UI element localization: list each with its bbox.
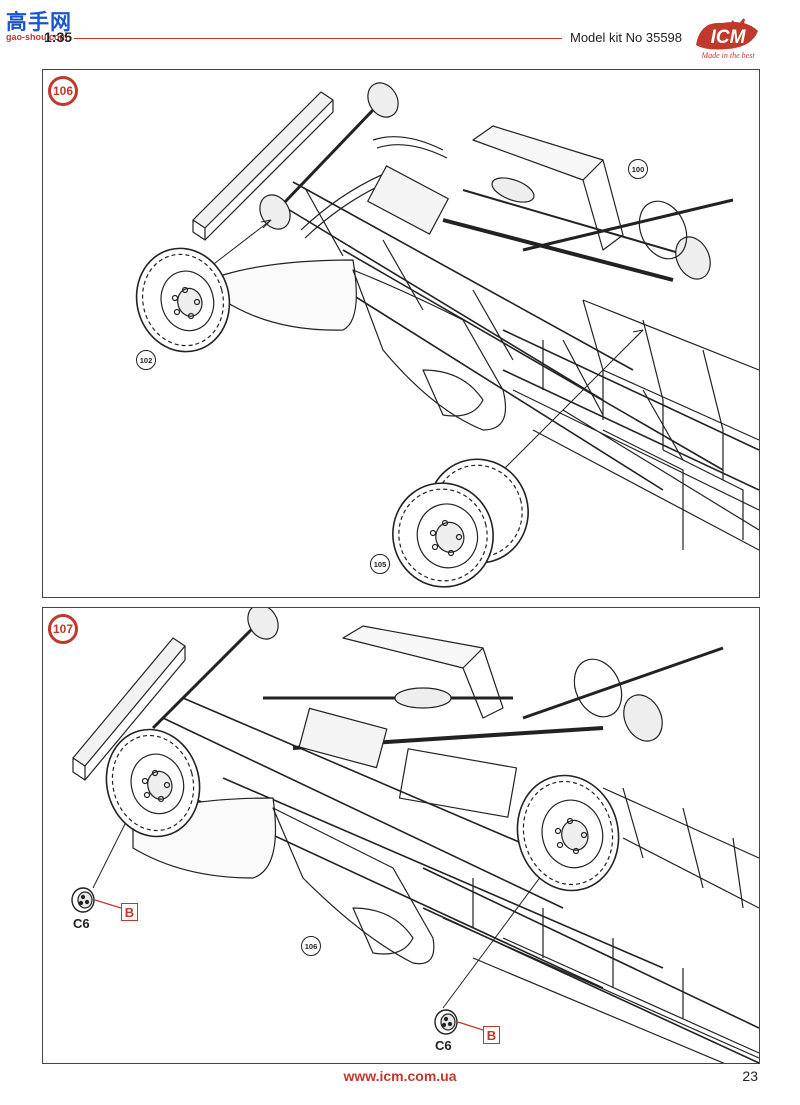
scale-label: 1:35 (44, 29, 73, 45)
logo-badge-icon (696, 18, 758, 50)
logo-tagline: Made in the best (701, 51, 755, 60)
part-ref-105: 105 (370, 554, 390, 574)
chassis-illustration-107 (71, 608, 759, 1063)
part-ref-106: 106 (301, 936, 321, 956)
part-ref-102: 102 (136, 350, 156, 370)
header-rule (74, 38, 562, 39)
part-code: C6 (73, 916, 90, 931)
step-107-panel: 107 106 C6 B C6 B (42, 607, 760, 1064)
watermark-text: 高手网 (6, 10, 72, 34)
step-number-badge: 107 (48, 614, 78, 644)
part-code: C6 (435, 1038, 452, 1053)
chassis-illustration-106 (135, 82, 759, 588)
icm-logo: ICM Made in the best (692, 17, 762, 61)
step-106-panel: 106 100 102 105 (42, 69, 760, 598)
step-number-badge: 106 (48, 76, 78, 106)
sprue-box: B (483, 1026, 500, 1044)
watermark-url: gao-shou.com (6, 32, 68, 42)
page-header: 高手网 gao-shou.com 1:35 Model kit No 35598… (0, 0, 800, 60)
watermark: 高手网 gao-shou.com (6, 6, 78, 42)
page-number: 23 (742, 1068, 758, 1084)
part-ref-100: 100 (628, 159, 648, 179)
footer-url[interactable]: www.icm.com.ua (343, 1068, 457, 1084)
kit-number: Model kit No 35598 (570, 30, 683, 45)
logo-text: ICM (710, 27, 746, 48)
sprue-box: B (121, 903, 138, 921)
